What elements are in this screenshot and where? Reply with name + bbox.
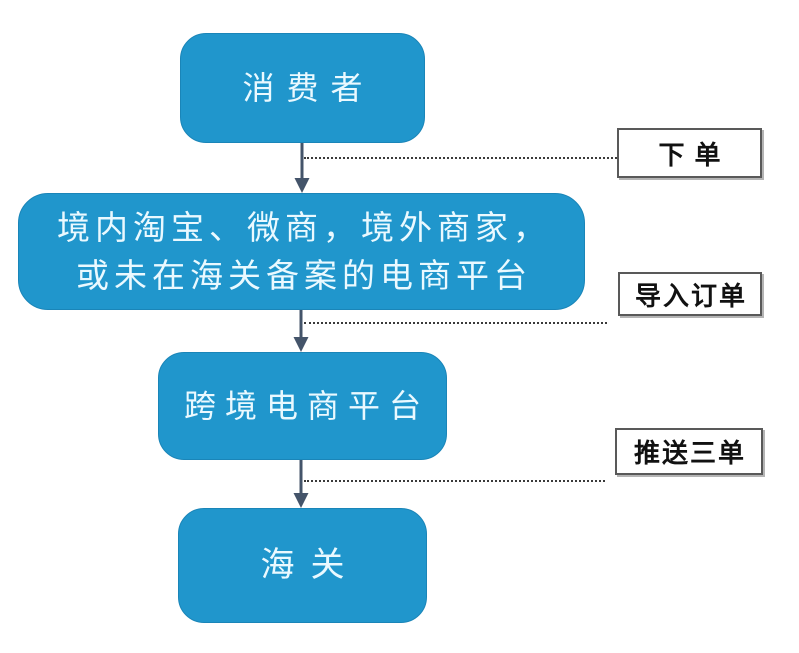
edge-label-push-three-orders-text: 推送三单 (633, 439, 746, 469)
arrow-down-icon (293, 310, 309, 352)
edge-label-place-order: 下单 (617, 128, 762, 178)
edge-label-push-three-orders: 推送三单 (615, 428, 763, 475)
dotted-leader-line (304, 157, 617, 159)
node-consumer-label: 消费者 (242, 68, 375, 107)
arrow-down-icon (293, 460, 309, 508)
node-merchants-label-line2: 或未在海关备案的电商平台 (76, 255, 532, 295)
arrow-down-icon (294, 143, 310, 193)
node-cbec-platform: 跨境电商平台 (158, 352, 447, 460)
node-merchants-label-line1: 境内淘宝、微商，境外商家， (57, 207, 551, 247)
node-cbec-platform-label: 跨境电商平台 (183, 386, 430, 425)
edge-label-place-order-text: 下单 (658, 140, 731, 171)
edge-label-import-order: 导入订单 (618, 272, 762, 316)
dotted-leader-line (304, 322, 607, 324)
dotted-leader-line (304, 480, 605, 482)
node-customs-label: 海关 (260, 544, 361, 585)
node-merchants: 境内淘宝、微商，境外商家， 或未在海关备案的电商平台 (18, 193, 585, 310)
node-customs: 海关 (178, 508, 427, 623)
node-consumer: 消费者 (180, 33, 425, 143)
edge-label-import-order-text: 导入订单 (634, 281, 747, 312)
